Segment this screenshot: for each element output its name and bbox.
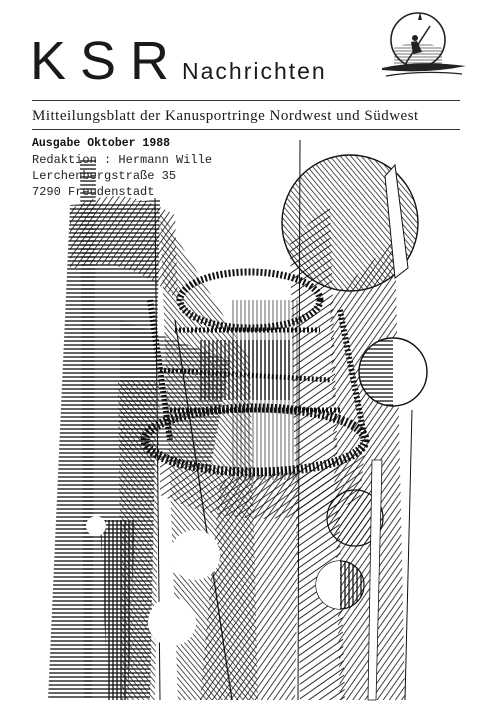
header-rule-bottom [32, 129, 460, 130]
brand-title: KSR [30, 31, 184, 91]
kayaker-sun-logo-icon [382, 12, 466, 77]
city-line: 7290 Freudenstadt [32, 185, 155, 199]
issue-title: Ausgabe Oktober 1988 [32, 137, 171, 150]
street-line: Lerchenbergstraße 35 [32, 169, 177, 183]
header-rule-top [32, 100, 460, 101]
publication-subtitle: Mitteilungsblatt der Kanusportringe Nord… [32, 108, 419, 124]
editor-line: Redaktion : Hermann Wille [32, 153, 213, 167]
brand-subtitle: Nachrichten [182, 58, 327, 84]
